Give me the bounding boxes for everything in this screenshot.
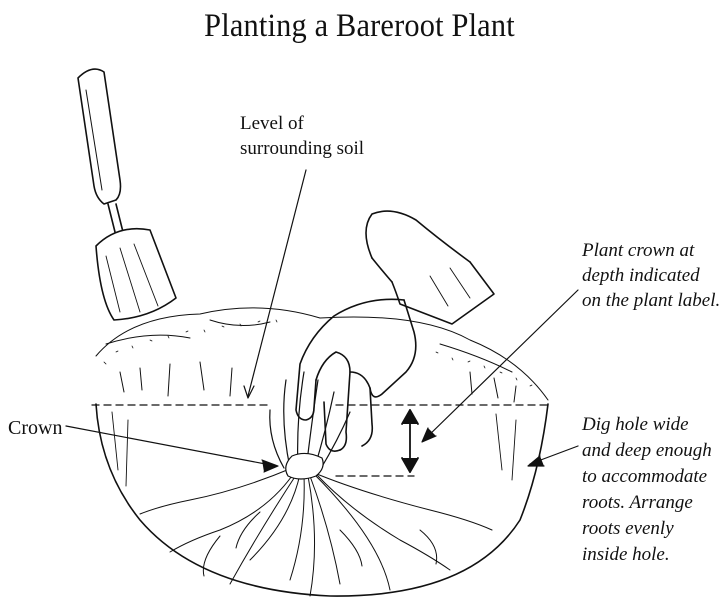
- dig-hole-label-line-4: roots. Arrange: [582, 490, 712, 516]
- plant-crown-pointer: [424, 290, 578, 440]
- dig-hole-label-line-2: and deep enough: [582, 438, 712, 464]
- crown-pointer: [66, 426, 276, 466]
- soil-level-label: Level of surrounding soil: [240, 111, 364, 161]
- dig-hole-label-line-6: inside hole.: [582, 542, 712, 568]
- plant-crown-label-line-2: depth indicated: [582, 263, 719, 288]
- trowel-icon: [78, 69, 176, 320]
- pointer-lines: [66, 170, 578, 472]
- dig-hole-label-line-5: roots evenly: [582, 516, 712, 542]
- plant-crown-depth-label: Plant crown at depth indicated on the pl…: [582, 238, 719, 313]
- roots: [140, 468, 492, 596]
- soil-level-pointer: [248, 170, 306, 396]
- plant-crown-label-line-1: Plant crown at: [582, 238, 719, 263]
- dig-hole-label-line-3: to accommodate: [582, 464, 712, 490]
- soil-mound: [96, 308, 548, 402]
- plant-crown-label-line-3: on the plant label.: [582, 288, 719, 313]
- dig-hole-label-line-1: Dig hole wide: [582, 412, 712, 438]
- soil-level-label-line-2: surrounding soil: [240, 136, 364, 161]
- planting-hole: [96, 404, 548, 596]
- crown-label: Crown: [8, 416, 62, 441]
- plant-crown: [270, 372, 350, 479]
- dig-hole-label: Dig hole wide and deep enough to accommo…: [582, 412, 712, 568]
- hand-icon: [296, 211, 494, 451]
- depth-arrow: [402, 410, 418, 472]
- soil-level-label-line-1: Level of: [240, 111, 364, 136]
